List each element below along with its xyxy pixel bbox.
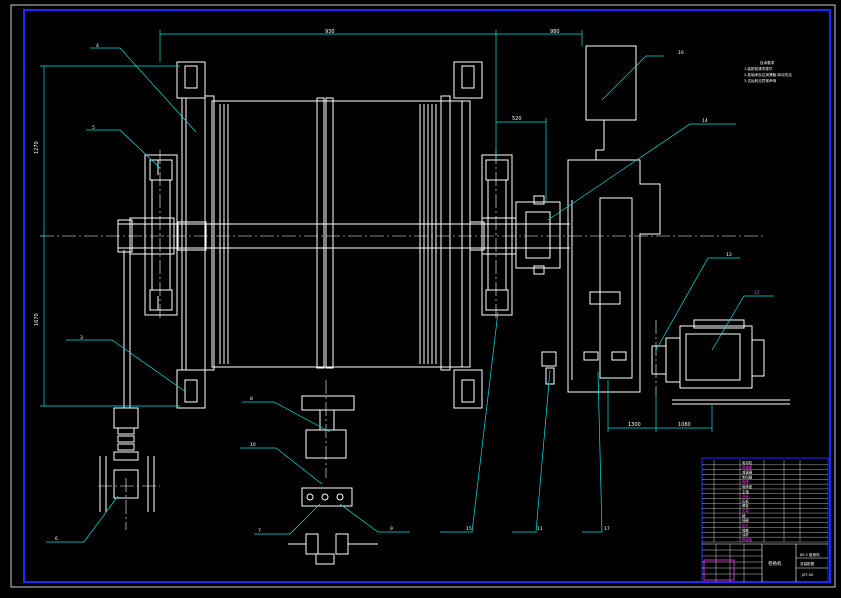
gearbox-housing bbox=[567, 159, 661, 393]
note-1: 1.装配前清洗零件 bbox=[744, 66, 773, 71]
coupling bbox=[515, 201, 561, 269]
callout-c15: 17 bbox=[604, 526, 610, 532]
dim-overall-top: 930 bbox=[325, 29, 335, 35]
part-name: 端盖 bbox=[742, 527, 749, 532]
part-name: 键 bbox=[742, 513, 746, 518]
sheave-bottom-left bbox=[176, 369, 206, 409]
drum-flange-right bbox=[440, 95, 451, 371]
left-bearing-support bbox=[144, 154, 178, 316]
dim-height-lower: 1670 bbox=[34, 313, 40, 326]
part-name: 电动机 bbox=[742, 460, 753, 465]
callout-c3: 3 bbox=[80, 335, 83, 341]
detail-plate bbox=[301, 487, 353, 507]
part-name: 联接板 bbox=[742, 537, 753, 542]
leader-lines bbox=[46, 47, 774, 543]
dim-height-upper: 1270 bbox=[34, 141, 40, 154]
part-name: 油杯 bbox=[742, 532, 749, 537]
detail-handwheel bbox=[301, 395, 355, 411]
dim-motor-right: 1080 bbox=[678, 422, 691, 428]
callout-c9: 16 bbox=[678, 50, 684, 56]
drawing-frame bbox=[23, 9, 831, 583]
callout-c1: 4 bbox=[96, 43, 99, 49]
sheave-top-right bbox=[453, 61, 483, 99]
drawing-title: JM-5 卷扬机 bbox=[799, 552, 820, 557]
dim-coupling-gap: 520 bbox=[512, 116, 522, 122]
part-name: 挡圈 bbox=[742, 518, 749, 523]
detail-parts bbox=[288, 395, 378, 565]
part-name: 卷筒 bbox=[742, 479, 749, 484]
center-lines bbox=[40, 150, 764, 530]
sheave-bottom-right bbox=[453, 369, 483, 409]
drum-body bbox=[211, 100, 471, 368]
note-0: 技术要求 bbox=[760, 60, 775, 65]
part-name: 螺栓 bbox=[742, 503, 749, 508]
drawing-name: 卷扬机 bbox=[768, 560, 782, 567]
part-name: 联轴器 bbox=[742, 465, 753, 470]
callout-c10: 14 bbox=[702, 118, 708, 124]
drawing-subtitle: 总装配图 bbox=[800, 561, 815, 566]
outer-border bbox=[10, 4, 836, 588]
drawing-number: JZT-00 bbox=[801, 573, 814, 577]
drum-assembly bbox=[99, 61, 570, 512]
dimension-texts: 930 980 1270 1670 520 1300 1080 bbox=[34, 29, 691, 428]
callout-c4: 6 bbox=[55, 536, 58, 542]
part-name: 制动器 bbox=[742, 474, 753, 479]
part-name: 垫片 bbox=[742, 523, 749, 528]
drum-flange-mid-b bbox=[325, 97, 334, 369]
title-block: 电动机联轴器减速器制动器卷筒轴承座主轴底座压板螺栓支架键挡圈垫片端盖油杯联接板 … bbox=[701, 457, 829, 583]
callout-c14: 11 bbox=[537, 526, 543, 532]
note-2: 2.各轴承加注润滑脂,转动灵活 bbox=[744, 72, 792, 77]
callout-c12: 12 bbox=[754, 290, 760, 296]
part-name: 轴承座 bbox=[742, 484, 753, 489]
callout-c8: 9 bbox=[390, 526, 393, 532]
sheave-top-left bbox=[176, 61, 206, 99]
left-brake bbox=[113, 407, 139, 429]
control-box bbox=[585, 45, 637, 121]
callout-labels: 4 5 3 6 8 10 7 9 16 14 13 12 15 11 17 bbox=[55, 43, 760, 542]
drum-flange-mid-a bbox=[316, 97, 325, 369]
callout-c5: 8 bbox=[250, 396, 253, 402]
part-name: 主轴 bbox=[742, 489, 749, 494]
dimension-lines bbox=[40, 30, 713, 432]
part-name: 底座 bbox=[742, 494, 749, 499]
callout-c6: 10 bbox=[250, 442, 256, 448]
note-3: 3.试运转无异常声响 bbox=[744, 78, 777, 83]
callout-c7: 7 bbox=[258, 528, 261, 534]
dim-top-right: 980 bbox=[550, 29, 560, 35]
dim-motor-left: 1300 bbox=[628, 422, 641, 428]
callout-c11: 13 bbox=[726, 252, 732, 258]
part-name: 支架 bbox=[742, 508, 749, 513]
drum-flange-left bbox=[204, 95, 215, 371]
callout-c13: 15 bbox=[466, 526, 472, 532]
callout-c2: 5 bbox=[92, 125, 95, 131]
gearbox-motor bbox=[541, 45, 790, 405]
motor-body bbox=[679, 325, 753, 389]
technical-notes: 技术要求 1.装配前清洗零件 2.各轴承加注润滑脂,转动灵活 3.试运转无异常声… bbox=[744, 60, 792, 83]
part-name: 减速器 bbox=[742, 469, 753, 474]
part-name: 压板 bbox=[742, 498, 749, 503]
